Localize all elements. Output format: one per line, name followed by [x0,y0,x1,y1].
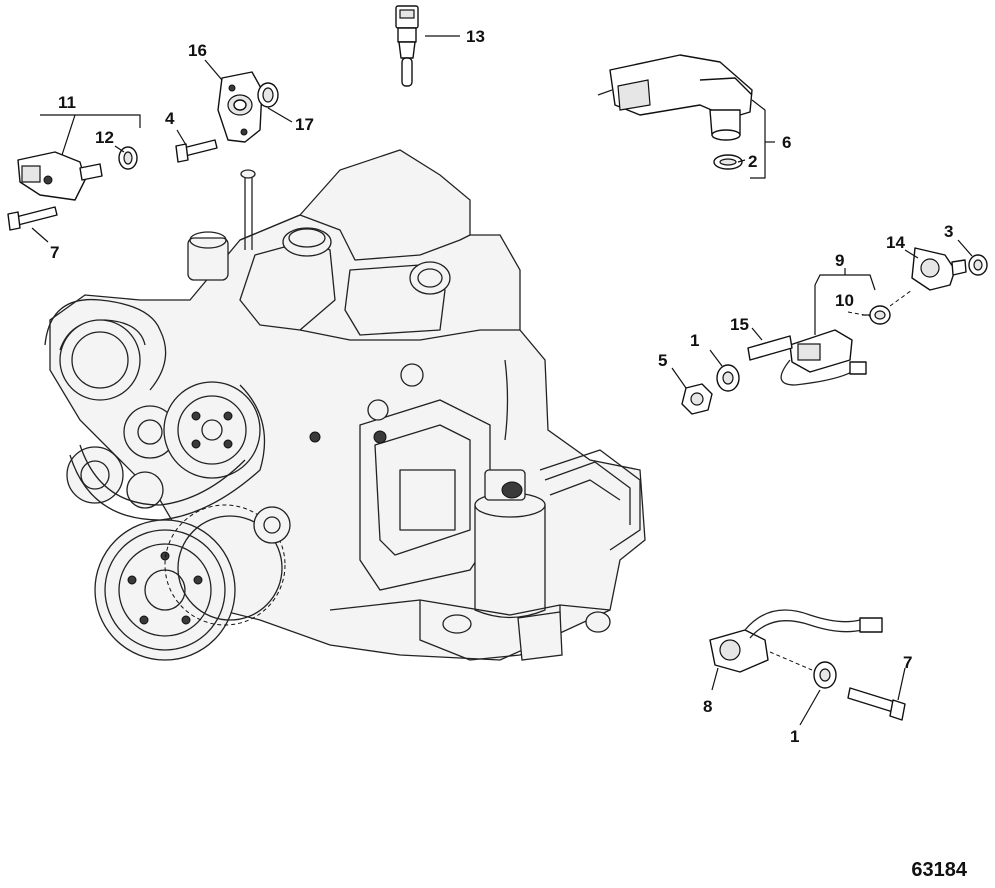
pin-15 [747,335,793,361]
callout-12: 12 [95,128,114,147]
callout-16: 16 [188,41,207,60]
washer-1-upper [716,364,740,392]
callout-10: 10 [835,291,854,310]
callout-9: 9 [835,251,844,270]
callouts: 13 16 17 11 12 4 7 6 2 9 14 3 10 15 1 5 … [50,27,953,746]
callout-13: 13 [466,27,485,46]
callout-14: 14 [886,233,905,252]
callout-17: 17 [295,115,314,134]
callout-8: 8 [703,697,712,716]
bolt-7-right [847,687,906,721]
oring-10 [869,305,891,325]
callout-15: 15 [730,315,749,334]
oring-12 [118,146,138,170]
nut-5 [681,383,713,415]
callout-1-upper: 1 [690,331,699,350]
engine-assembly [44,149,646,661]
solenoid-9 [780,329,867,386]
callout-11: 11 [58,93,76,112]
sensor-6 [597,54,753,141]
oring-17 [257,82,279,108]
bolt-4 [175,139,218,163]
figure-reference-number: 63184 [911,859,967,881]
callout-7-right: 7 [903,653,912,672]
washer-1-lower [813,661,837,689]
callout-1-lower: 1 [790,727,799,746]
callout-6: 6 [782,133,791,152]
callout-3: 3 [944,222,953,241]
sensor-13 [395,5,419,87]
sensor-14 [911,247,967,291]
bolt-7-left [7,206,58,231]
oring-2 [713,154,743,170]
callout-2: 2 [748,152,757,171]
leader-lines [31,35,973,726]
sensor-8 [709,609,883,673]
sensor-11 [17,151,103,201]
callout-4: 4 [165,109,175,128]
callout-7-left: 7 [50,243,59,262]
oring-3 [968,254,988,276]
bracket-16 [217,71,263,143]
callout-5: 5 [658,351,667,370]
